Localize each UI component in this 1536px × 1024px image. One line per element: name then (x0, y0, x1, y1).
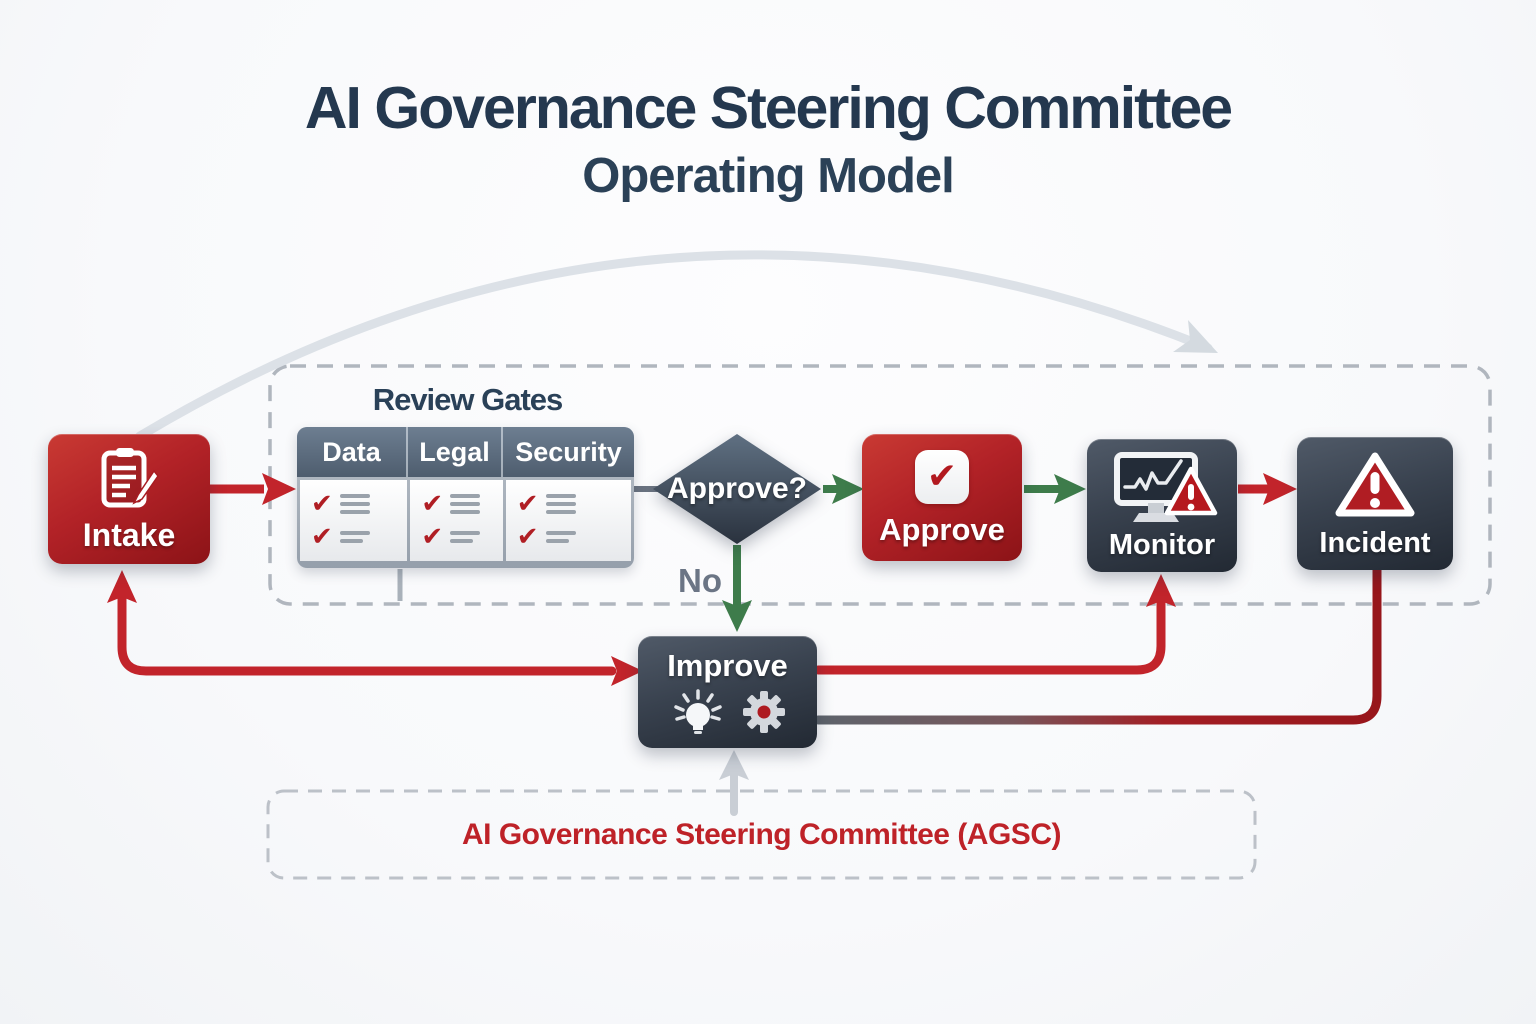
node-label: Intake (82, 517, 176, 553)
node-label: Improve (667, 647, 788, 683)
checklist-row: ✔ (311, 491, 407, 517)
checkmark-icon: ✔ (915, 450, 969, 504)
gate-table-header: Data Legal Security (297, 427, 634, 477)
improve-icons (670, 688, 786, 735)
checklist-lines (450, 494, 481, 514)
gear-icon (742, 690, 785, 733)
node-label: Approve (879, 512, 1005, 547)
review-gates-table: Data Legal Security ✔ ✔ ✔ ✔ ✔ ✔ (297, 427, 634, 568)
monitor-alert-icon (1114, 452, 1218, 522)
check-icon: ✔ (516, 489, 539, 519)
checklist-row: ✔ (311, 524, 407, 550)
arrowhead-monitor-to-incident-icon (1263, 473, 1297, 505)
check-icon: ✔ (311, 522, 333, 552)
connector-incident-to-improve (813, 561, 1382, 725)
gate-checklist-security: ✔ ✔ (505, 480, 631, 561)
loop-arrowhead-icon (1173, 320, 1218, 353)
node-label: Monitor (1108, 529, 1216, 561)
arrowhead-into-improve-icon (611, 656, 643, 686)
check-glyph: ✔ (926, 456, 958, 497)
checklist-row: ✔ (517, 491, 631, 517)
clipboard-pencil-icon (101, 448, 159, 508)
committee-container (266, 789, 1257, 880)
edge-label-no: No (678, 562, 722, 599)
page-subtitle: Operating Model (582, 149, 955, 203)
arrowhead-intake-to-review-icon (262, 473, 296, 505)
review-gates-title: Review Gates (372, 382, 564, 417)
checklist-lines (339, 494, 370, 514)
arrow-improve-to-monitor (813, 593, 1166, 675)
decision-label: Approve? (666, 472, 807, 505)
node-label: Incident (1319, 527, 1431, 559)
review-gates-container (268, 364, 1492, 606)
node-improve: Improve (638, 636, 817, 748)
node-incident: Incident (1297, 437, 1453, 570)
check-icon: ✔ (311, 489, 333, 519)
decision-diamond-shape (653, 434, 821, 544)
checklist-row: ✔ (517, 524, 631, 550)
check-icon: ✔ (421, 522, 444, 552)
lightbulb-icon (673, 688, 722, 734)
page-title: AI Governance Steering Committee (304, 75, 1233, 141)
gate-table-body: ✔ ✔ ✔ ✔ ✔ ✔ (297, 477, 634, 561)
arrowhead-decision-no-to-improve-icon (722, 600, 752, 632)
arrow-improve-to-intake (117, 578, 617, 676)
arrowhead-decision-to-approve-icon (832, 474, 864, 504)
checklist-lines (450, 531, 481, 543)
gate-checklist-legal: ✔ ✔ (410, 480, 503, 561)
gate-column-legal: Legal (408, 427, 503, 477)
arrowhead-into-intake-icon (107, 570, 137, 603)
warning-triangle-icon (1335, 452, 1415, 517)
checklist-lines (545, 531, 576, 543)
arrowhead-committee-to-improve-icon (719, 750, 749, 780)
node-monitor: Monitor (1087, 439, 1237, 572)
node-approve: ✔ Approve (862, 434, 1022, 561)
node-intake: Intake (48, 434, 210, 564)
gate-checklist-data: ✔ ✔ (300, 480, 408, 561)
arrowhead-approve-to-monitor-icon (1054, 474, 1086, 504)
check-icon: ✔ (421, 489, 444, 519)
gate-column-data: Data (297, 427, 408, 477)
checklist-row: ✔ (421, 491, 502, 517)
gate-column-security: Security (503, 427, 634, 477)
checklist-lines (545, 494, 576, 514)
node-decision: Approve? (645, 426, 829, 552)
check-icon: ✔ (516, 522, 539, 552)
committee-label: AI Governance Steering Committee (AGSC) (462, 817, 1061, 851)
checklist-row: ✔ (421, 524, 502, 550)
loop-arrow-line (135, 250, 1213, 441)
arrowhead-improve-to-monitor-icon (1146, 574, 1176, 607)
checklist-lines (339, 531, 370, 543)
